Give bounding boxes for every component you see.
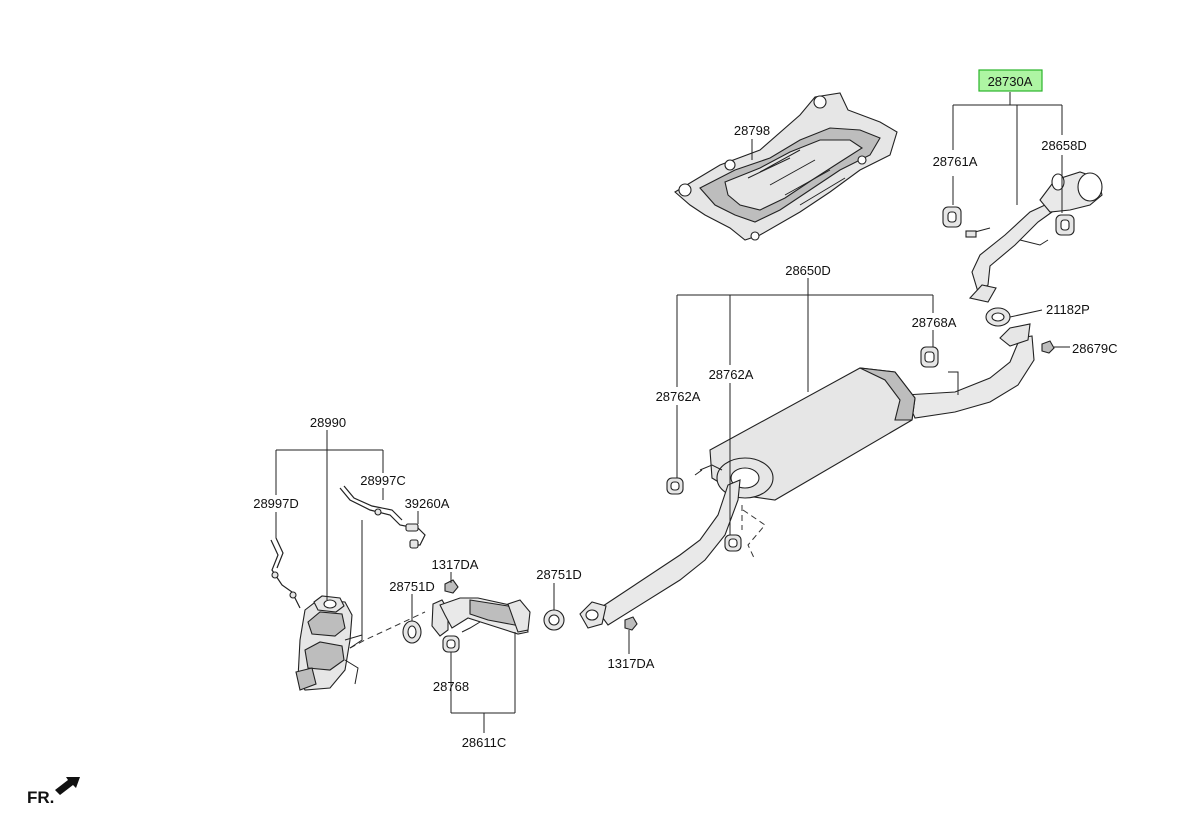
part-label-28997D[interactable]: 28997D (253, 496, 299, 511)
part-label-28751D-left[interactable]: 28751D (389, 579, 435, 594)
part-label-28768[interactable]: 28768 (433, 679, 469, 694)
rubber-hanger-28761A[interactable] (942, 206, 962, 228)
catalytic-converter-28990[interactable] (295, 595, 363, 691)
leader-lines (275, 92, 1070, 733)
rubber-hanger-28768[interactable] (442, 635, 460, 653)
connector-39260A[interactable] (405, 523, 426, 549)
part-label-28990[interactable]: 28990 (310, 415, 346, 430)
rubber-hanger-28762A-right[interactable] (724, 534, 742, 552)
part-label-28997C[interactable]: 28997C (360, 473, 406, 488)
oxygen-sensor-28997C[interactable] (339, 485, 416, 529)
rubber-hanger-28658D[interactable] (1055, 214, 1075, 236)
rubber-hanger-28768A[interactable] (920, 346, 939, 368)
gasket-28751D-left[interactable] (402, 620, 422, 644)
part-label-28798[interactable]: 28798 (734, 123, 770, 138)
bracket-leader-dash (741, 505, 766, 561)
front-direction-label: FR. (27, 788, 54, 807)
nut-1317DA-top[interactable] (444, 579, 459, 594)
highlight-box-28730A (978, 69, 1043, 92)
part-label-28679C[interactable]: 28679C (1072, 341, 1118, 356)
front-direction-arrow-icon (55, 777, 80, 795)
part-label-21182P[interactable]: 21182P (1046, 302, 1090, 317)
part-label-28762A-right[interactable]: 28762A (709, 367, 754, 382)
gasket-21182P[interactable] (985, 307, 1011, 327)
part-label-28650D[interactable]: 28650D (785, 263, 831, 278)
tail-pipe-28730A[interactable] (965, 171, 1103, 303)
part-label-28658D[interactable]: 28658D (1041, 138, 1087, 153)
part-label-28768A[interactable]: 28768A (912, 315, 957, 330)
part-label-28761A[interactable]: 28761A (933, 154, 978, 169)
muffler-assembly-28650D[interactable] (579, 323, 1035, 629)
part-label-28762A-left[interactable]: 28762A (656, 389, 701, 404)
part-label-28611C[interactable]: 28611C (462, 735, 507, 750)
part-label-1317DA-bottom[interactable]: 1317DA (608, 656, 655, 671)
rubber-hanger-28762A-left[interactable] (666, 477, 684, 495)
part-label-28730A[interactable]: 28730A (988, 74, 1033, 89)
part-label-39260A[interactable]: 39260A (405, 496, 450, 511)
oxygen-sensor-28997D[interactable] (270, 537, 301, 609)
heat-shield-28798[interactable] (674, 92, 898, 241)
nut-28679C[interactable] (1041, 340, 1055, 354)
part-label-28751D-right[interactable]: 28751D (536, 567, 582, 582)
front-pipe-28611C[interactable] (349, 597, 531, 649)
gasket-28751D-right[interactable] (543, 609, 565, 631)
part-label-1317DA-top[interactable]: 1317DA (432, 557, 479, 572)
nut-1317DA-bottom[interactable] (624, 616, 638, 631)
